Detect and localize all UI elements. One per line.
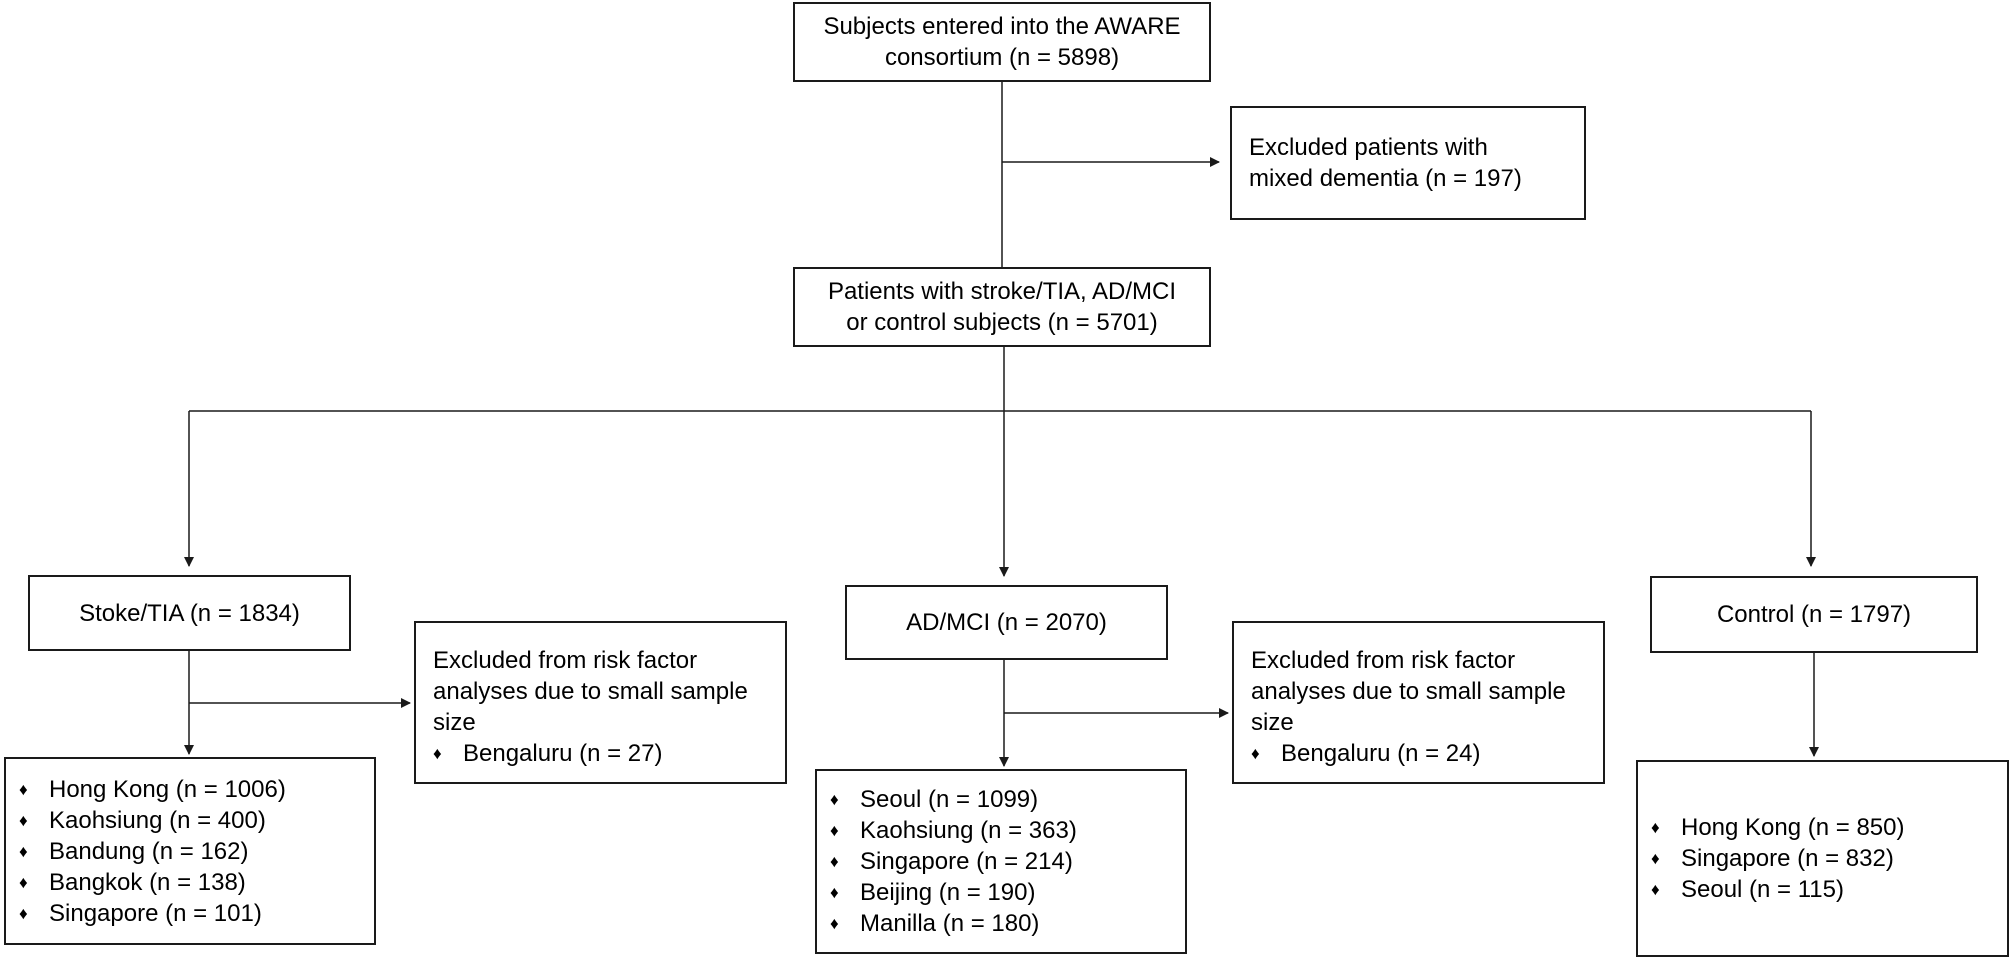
admci-sites-box: ♦ Seoul (n = 1099) ♦ Kaohsiung (n = 363)… — [815, 769, 1187, 954]
diamond-bullet-icon: ♦ — [830, 883, 839, 902]
entered-line-2: consortium (n = 5898) — [884, 44, 1120, 71]
list-item: ♦ Singapore (n = 214) — [830, 846, 1185, 877]
site-label: Manilla (n = 180) — [860, 910, 1040, 937]
list-item: ♦ Kaohsiung (n = 363) — [830, 815, 1185, 846]
list-item: ♦ Singapore (n = 101) — [19, 898, 374, 929]
diamond-bullet-icon: ♦ — [19, 841, 28, 861]
diamond-bullet-icon: ♦ — [1651, 818, 1660, 837]
site-label: Kaohsiung (n = 400) — [49, 806, 266, 834]
stroke-label: Stoke/TIA (n = 1834) — [79, 599, 300, 627]
site-label: Hong Kong (n = 850) — [1681, 814, 1905, 841]
excluded-admci-line-2: analyses due to small sample — [1251, 678, 1566, 705]
admci-box: AD/MCI (n = 2070) — [845, 585, 1168, 660]
patients-box: Patients with stroke/TIA, AD/MCI or cont… — [793, 267, 1211, 347]
control-box: Control (n = 1797) — [1650, 576, 1978, 653]
list-item: ♦ Singapore (n = 832) — [1651, 843, 2007, 874]
excluded-admci-item: ♦ Bengaluru (n = 24) — [1251, 738, 1593, 769]
excluded-stroke-box: Excluded from risk factor analyses due t… — [414, 621, 787, 784]
list-item: ♦ Beijing (n = 190) — [830, 877, 1185, 908]
excluded-mixed-line-2: mixed dementia (n = 197) — [1249, 165, 1522, 192]
diamond-bullet-icon: ♦ — [1651, 849, 1660, 868]
diamond-bullet-icon: ♦ — [830, 790, 839, 809]
diamond-bullet-icon: ♦ — [19, 872, 28, 892]
diamond-bullet-icon: ♦ — [19, 903, 28, 923]
diamond-bullet-icon: ♦ — [19, 779, 28, 799]
excluded-admci-line-1: Excluded from risk factor — [1251, 647, 1516, 674]
patients-line-1: Patients with stroke/TIA, AD/MCI — [827, 278, 1177, 305]
diamond-bullet-icon: ♦ — [1251, 744, 1260, 763]
list-item: ♦ Seoul (n = 115) — [1651, 874, 2007, 905]
site-label: Kaohsiung (n = 363) — [860, 817, 1077, 844]
stroke-sites-box: ♦ Hong Kong (n = 1006) ♦ Kaohsiung (n = … — [4, 757, 376, 945]
excluded-stroke-item-label: Bengaluru (n = 27) — [463, 740, 663, 767]
control-label: Control (n = 1797) — [1716, 601, 1912, 628]
entered-box: Subjects entered into the AWARE consorti… — [793, 2, 1211, 82]
excluded-stroke-item: ♦ Bengaluru (n = 27) — [433, 738, 775, 769]
list-item: ♦ Bandung (n = 162) — [19, 836, 374, 867]
site-label: Seoul (n = 1099) — [860, 786, 1039, 813]
list-item: ♦ Hong Kong (n = 1006) — [19, 774, 374, 805]
diamond-bullet-icon: ♦ — [830, 821, 839, 840]
excluded-admci-item-label: Bengaluru (n = 24) — [1281, 740, 1481, 767]
excluded-admci-line-3: size — [1251, 709, 1294, 736]
entered-line-1: Subjects entered into the AWARE — [823, 13, 1181, 40]
patients-line-2: or control subjects (n = 5701) — [846, 309, 1158, 336]
excluded-admci-box: Excluded from risk factor analyses due t… — [1232, 621, 1605, 784]
site-label: Hong Kong (n = 1006) — [49, 775, 286, 803]
list-item: ♦ Seoul (n = 1099) — [830, 784, 1185, 815]
site-label: Singapore (n = 101) — [49, 899, 262, 927]
list-item: ♦ Kaohsiung (n = 400) — [19, 805, 374, 836]
stroke-box: Stoke/TIA (n = 1834) — [28, 575, 351, 651]
diamond-bullet-icon: ♦ — [1651, 880, 1660, 899]
list-item: ♦ Bangkok (n = 138) — [19, 867, 374, 898]
excluded-stroke-line-1: Excluded from risk factor — [433, 647, 698, 674]
control-sites-box: ♦ Hong Kong (n = 850) ♦ Singapore (n = 8… — [1636, 760, 2009, 957]
site-label: Bandung (n = 162) — [49, 837, 249, 865]
excluded-stroke-line-3: size — [433, 709, 476, 736]
site-label: Singapore (n = 214) — [860, 848, 1073, 875]
diamond-bullet-icon: ♦ — [830, 852, 839, 871]
site-label: Bangkok (n = 138) — [49, 868, 246, 896]
admci-label: AD/MCI (n = 2070) — [906, 609, 1107, 636]
list-item: ♦ Manilla (n = 180) — [830, 908, 1185, 939]
diamond-bullet-icon: ♦ — [19, 810, 28, 830]
excluded-stroke-line-2: analyses due to small sample — [433, 678, 748, 705]
diamond-bullet-icon: ♦ — [830, 914, 839, 933]
excluded-mixed-line-1: Excluded patients with — [1249, 134, 1488, 161]
excluded-mixed-box: Excluded patients with mixed dementia (n… — [1230, 106, 1586, 220]
site-label: Seoul (n = 115) — [1681, 876, 1844, 903]
diamond-bullet-icon: ♦ — [433, 744, 442, 763]
list-item: ♦ Hong Kong (n = 850) — [1651, 812, 2007, 843]
site-label: Singapore (n = 832) — [1681, 845, 1894, 872]
site-label: Beijing (n = 190) — [860, 879, 1036, 906]
